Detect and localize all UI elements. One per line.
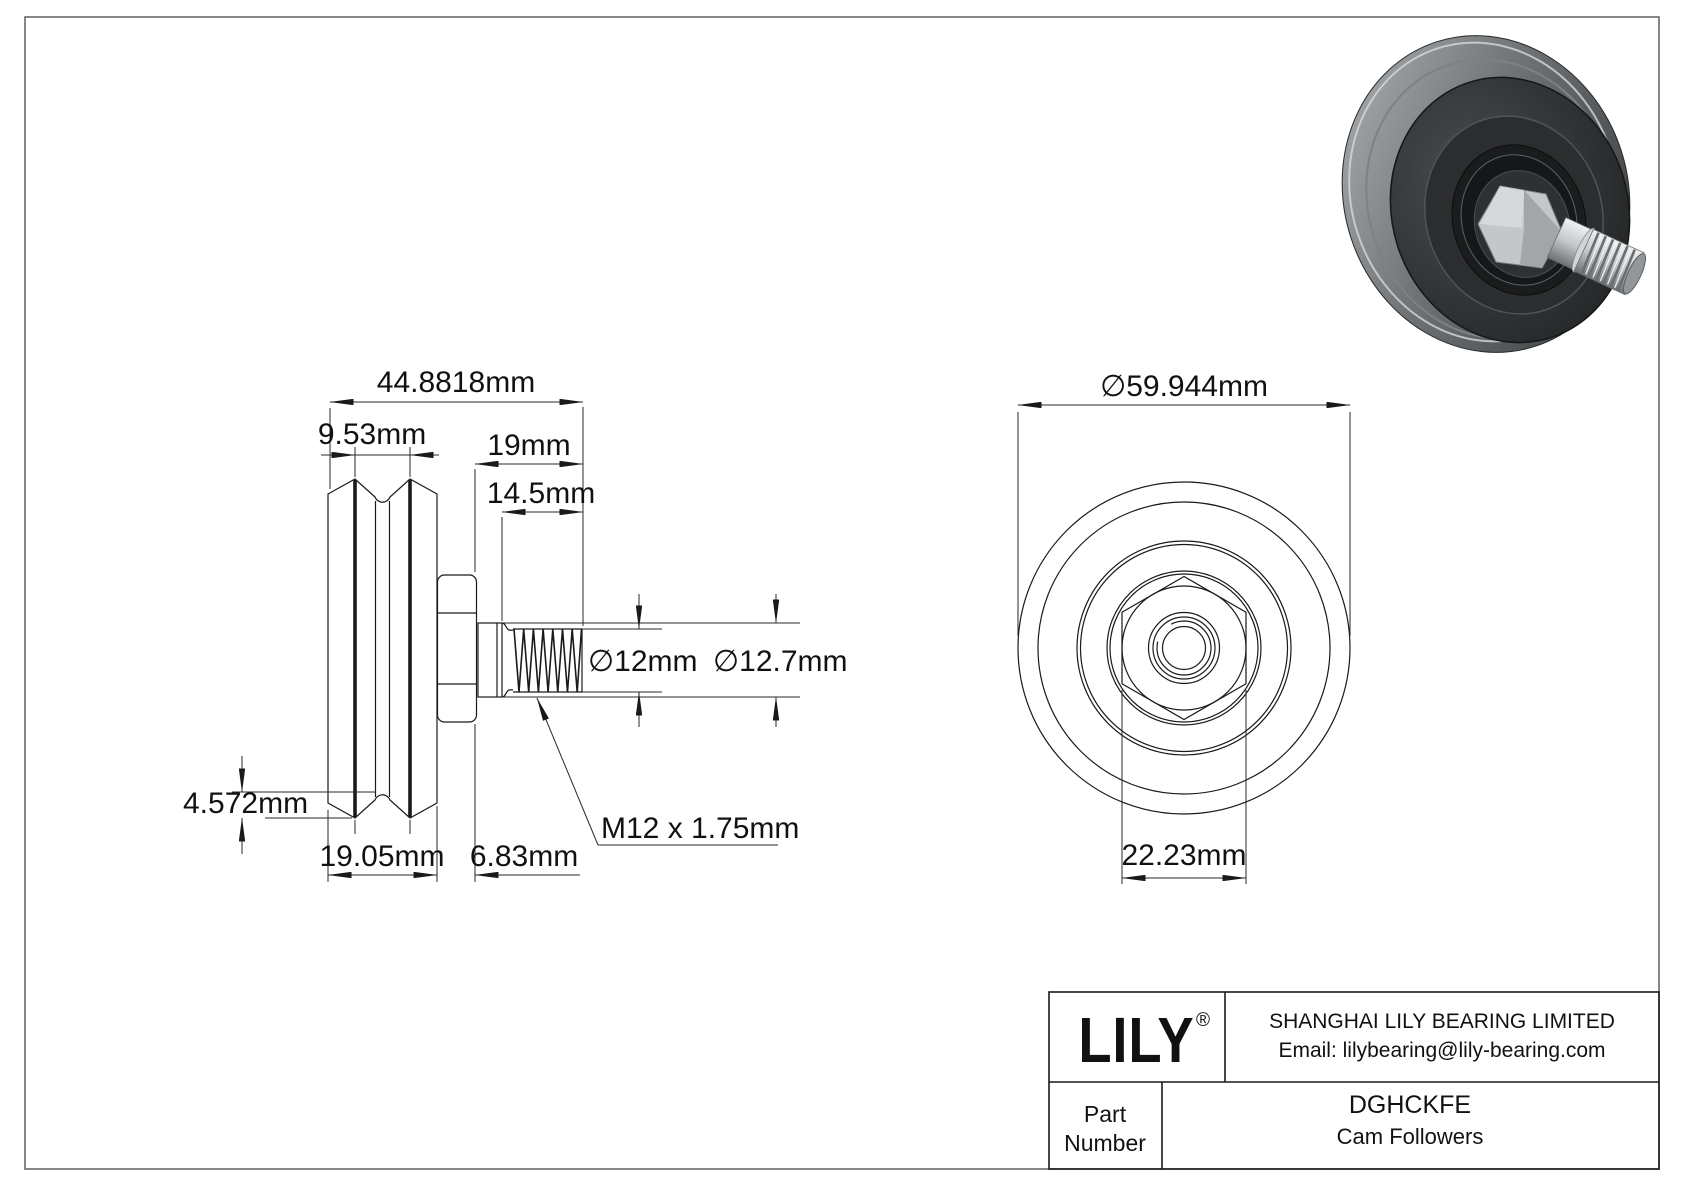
outer-circle (1017, 481, 1351, 815)
part-number-label-line2: Number (1064, 1130, 1146, 1156)
side-view: 44.8818mm 9.53mm 19mm 14.5mm (183, 366, 848, 882)
dim-groove-width-label: 9.53mm (318, 418, 426, 451)
registered-mark: ® (1196, 1010, 1210, 1031)
dim-groove-depth: 4.572mm (183, 756, 376, 854)
thread-circle (1156, 620, 1212, 676)
front-view: ∅59.944mm 22.23mm (1017, 370, 1351, 884)
dim-groove-depth-label: 4.572mm (183, 787, 308, 820)
title-block: LILY ® SHANGHAI LILY BEARING LIMITED Ema… (1048, 991, 1660, 1170)
part-number-label-line1: Part (1084, 1101, 1127, 1127)
part-number-value: DGHCKFE (1349, 1091, 1471, 1119)
dim-overall-length-label: 44.8818mm (377, 366, 535, 399)
threaded-stud (513, 628, 583, 693)
thread-teeth (513, 628, 583, 693)
hex-nut-side (436, 574, 478, 723)
dim-overall-length: 44.8818mm (329, 366, 584, 626)
dim-stud-length-label: 19mm (487, 429, 570, 462)
hex-nut-front (1121, 575, 1247, 721)
thread-spec-label: M12 x 1.75mm (601, 812, 799, 845)
dim-wheel-width-label: 19.05mm (319, 840, 444, 873)
dim-thread-dia: ∅12mm (582, 594, 697, 727)
leader-thread-spec: M12 x 1.75mm (536, 697, 799, 846)
dim-outer-dia: ∅59.944mm (1017, 370, 1351, 636)
dim-groove-width: 9.53mm (318, 418, 439, 477)
company-logo: LILY (1078, 1004, 1194, 1076)
dim-hex-flats-label: 22.23mm (1121, 839, 1246, 872)
dim-thread-dia-label: ∅12mm (588, 645, 697, 678)
pilot-collar (477, 622, 514, 698)
dim-thread-length-label: 14.5mm (487, 477, 595, 510)
part-category: Cam Followers (1337, 1124, 1484, 1149)
wheel-profile (327, 478, 438, 819)
render-stud (1546, 216, 1647, 296)
dim-pilot-dia: ∅12.7mm (503, 594, 848, 727)
dim-outer-dia-label: ∅59.944mm (1100, 370, 1268, 403)
company-email: Email: lilybearing@lily-bearing.com (1278, 1039, 1605, 1062)
dim-hex-width: 6.83mm (470, 724, 580, 882)
dim-pilot-dia-label: ∅12.7mm (713, 645, 848, 678)
bore-circle (1161, 625, 1207, 671)
dim-thread-length: 14.5mm (487, 477, 595, 621)
dim-hex-flats: 22.23mm (1121, 690, 1247, 884)
dim-wheel-width: 19.05mm (319, 806, 445, 882)
company-name: SHANGHAI LILY BEARING LIMITED (1269, 1010, 1615, 1033)
dim-hex-width-label: 6.83mm (470, 840, 578, 873)
render-3d (1341, 35, 1647, 353)
dim-stud-length: 19mm (474, 429, 584, 572)
page-border (24, 16, 1660, 1170)
